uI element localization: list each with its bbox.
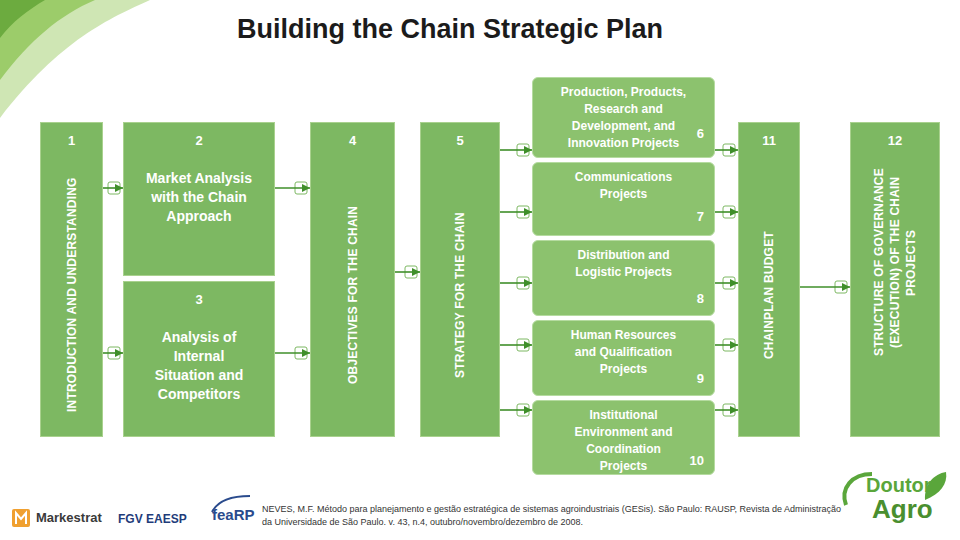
step-number: 8	[697, 291, 704, 307]
step-label: STRATEGY FOR THE CHAIN	[452, 155, 468, 435]
step-label: Communications Projects	[569, 169, 679, 203]
project-box: Institutional Environment and Coordinati…	[532, 400, 715, 475]
connector-badge	[295, 182, 307, 194]
connector-badge	[295, 347, 307, 359]
step-number: 1	[68, 133, 75, 149]
connector-badge	[835, 281, 847, 293]
flow-arrow	[500, 149, 532, 151]
flow-arrow	[395, 271, 420, 273]
flow-arrow	[715, 149, 738, 151]
project-box: Production, Products, Research and Devel…	[532, 77, 715, 158]
flow-arrow	[103, 187, 123, 189]
connector-badge	[723, 206, 735, 218]
step-label: Market Analysis with the Chain Approach	[138, 169, 260, 226]
connector-badge	[405, 266, 417, 278]
step-label: OBJECTIVES FOR THE CHAIN	[345, 155, 361, 435]
corner-swoosh	[0, 0, 150, 118]
logo-mark	[16, 513, 26, 524]
logo-text: FGV EAESP	[118, 512, 187, 526]
step-number: 7	[697, 209, 704, 225]
stage-column: 4OBJECTIVES FOR THE CHAIN	[310, 122, 395, 437]
step-number: 3	[195, 292, 202, 308]
step-label: INTRODUCTION AND UNDERSTANDING	[64, 155, 80, 435]
step-label: STRUCTURE OF GOVERNANCE (EXECUTION) OF T…	[871, 155, 919, 370]
flow-arrow	[500, 211, 532, 213]
connector-badge	[723, 277, 735, 289]
stage-column: 5STRATEGY FOR THE CHAIN	[420, 122, 500, 437]
connector-badge	[517, 404, 529, 416]
process-box: 2Market Analysis with the Chain Approach	[123, 122, 275, 276]
step-number: 6	[697, 126, 704, 142]
logo-mark	[12, 509, 30, 527]
step-label: Institutional Environment and Coordinati…	[569, 407, 679, 475]
step-number: 5	[456, 133, 463, 149]
connector-badge	[723, 404, 735, 416]
step-label: Production, Products, Research and Devel…	[554, 84, 694, 152]
flow-arrow	[715, 344, 738, 346]
stage-column: 12STRUCTURE OF GOVERNANCE (EXECUTION) OF…	[850, 122, 940, 437]
project-box: Communications Projects 7	[532, 162, 715, 236]
connector-badge	[517, 277, 529, 289]
flow-arrow	[103, 352, 123, 354]
step-label: Distribution and Logistic Projects	[569, 247, 679, 281]
corner-swoosh	[0, 0, 95, 80]
step-number: 4	[349, 133, 356, 149]
connector-badge	[517, 144, 529, 156]
logo-text: Markestrat	[36, 510, 102, 525]
connector-badge	[723, 339, 735, 351]
stage-column: 11CHAINPLAN BUDGET	[738, 122, 800, 437]
step-number: 2	[195, 133, 202, 149]
step-label: Human Resources and Qualification Projec…	[565, 327, 683, 378]
flow-arrow	[500, 282, 532, 284]
connector-badge	[517, 339, 529, 351]
step-number: 9	[697, 371, 704, 387]
diagram-title: Building the Chain Strategic Plan	[200, 14, 700, 45]
reference-caption: NEVES, M.F. Método para planejamento e g…	[262, 503, 842, 529]
step-number: 10	[690, 453, 704, 469]
connector-badge	[723, 144, 735, 156]
project-box: Human Resources and Qualification Projec…	[532, 320, 715, 396]
logo-text: feaRP	[212, 506, 255, 523]
corner-swoosh	[0, 0, 45, 38]
connector-badge	[108, 347, 120, 359]
step-label: Analysis of Internal Situation and Compe…	[149, 328, 249, 404]
step-label: CHAINPLAN BUDGET	[761, 155, 777, 435]
flow-arrow	[715, 409, 738, 411]
step-number: 12	[888, 133, 902, 149]
flow-arrow	[715, 211, 738, 213]
process-box: 3Analysis of Internal Situation and Comp…	[123, 281, 275, 437]
project-box: Distribution and Logistic Projects 8	[532, 240, 715, 316]
flow-arrow	[500, 409, 532, 411]
step-number: 11	[762, 133, 776, 149]
flow-arrow	[275, 187, 310, 189]
connector-badge	[108, 182, 120, 194]
logo-text: Doutor	[866, 474, 932, 497]
flow-arrow	[275, 352, 310, 354]
logo-text: Agro	[872, 494, 933, 525]
stage-column: 1INTRODUCTION AND UNDERSTANDING	[40, 122, 103, 437]
connector-badge	[517, 206, 529, 218]
flow-arrow	[715, 282, 738, 284]
flow-arrow	[500, 344, 532, 346]
flow-arrow	[800, 286, 850, 288]
